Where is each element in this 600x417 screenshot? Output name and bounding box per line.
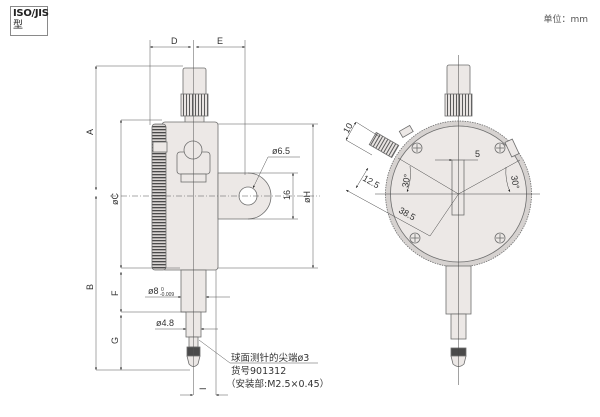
dim-g: G — [110, 337, 120, 344]
dim-b: B — [85, 284, 95, 290]
iso-jis-type-badge: ISO/JIS 型 — [10, 6, 49, 36]
dim-spindle-diameter: ø4.8 — [156, 318, 174, 328]
lifting-lever — [368, 131, 400, 159]
side-view-dimension-lines — [95, 40, 320, 396]
limit-tab-right — [504, 138, 520, 158]
bezel-screws — [409, 142, 506, 244]
crown-cap — [182, 67, 207, 96]
dim-stem-tol-lower: -0.009 — [160, 292, 174, 298]
dim-f: F — [110, 290, 120, 296]
dim-e: E — [217, 36, 223, 46]
dim-lug-16: 16 — [282, 190, 292, 200]
angle-right: 30° — [509, 175, 521, 191]
side-view-labels: D E A B øC F G øH 16 ø6.5 ø8 0 -0.009 ø4… — [85, 36, 329, 390]
center-slot — [451, 159, 465, 216]
lifting-knob — [183, 140, 203, 160]
dim-12-5: 12.5 — [361, 173, 381, 190]
limit-tab-left — [398, 124, 414, 139]
dim-hole-diameter: ø6.5 — [272, 146, 290, 156]
dim-a: A — [85, 129, 95, 135]
angle-left: 30° — [400, 173, 412, 189]
badge-line2: 型 — [13, 20, 23, 31]
limit-clip — [152, 141, 168, 153]
dim-stem-tol-upper: 0 — [161, 287, 164, 293]
dim-d: D — [171, 36, 178, 46]
dim-stem-diameter: ø8 — [148, 286, 159, 296]
badge-line1: ISO/JIS — [13, 8, 49, 19]
crown-knurl — [180, 93, 209, 117]
unit-label: 单位：mm — [543, 15, 588, 25]
dim-10: 10 — [341, 121, 355, 135]
dim-5: 5 — [475, 149, 480, 159]
front-view-dimension-lines — [345, 55, 540, 385]
dim-i: I — [198, 387, 208, 390]
front-view — [368, 64, 532, 367]
contact-note-line3: （安装部:M2.5×0.45） — [226, 378, 329, 390]
contact-note-line2: 货号901312 — [231, 365, 286, 377]
dim-h: øH — [302, 191, 312, 203]
dim-c: øC — [110, 193, 120, 205]
bezel-knurl — [151, 123, 167, 271]
contact-note-line1: 球面测针的尖端ø3 — [231, 352, 309, 364]
